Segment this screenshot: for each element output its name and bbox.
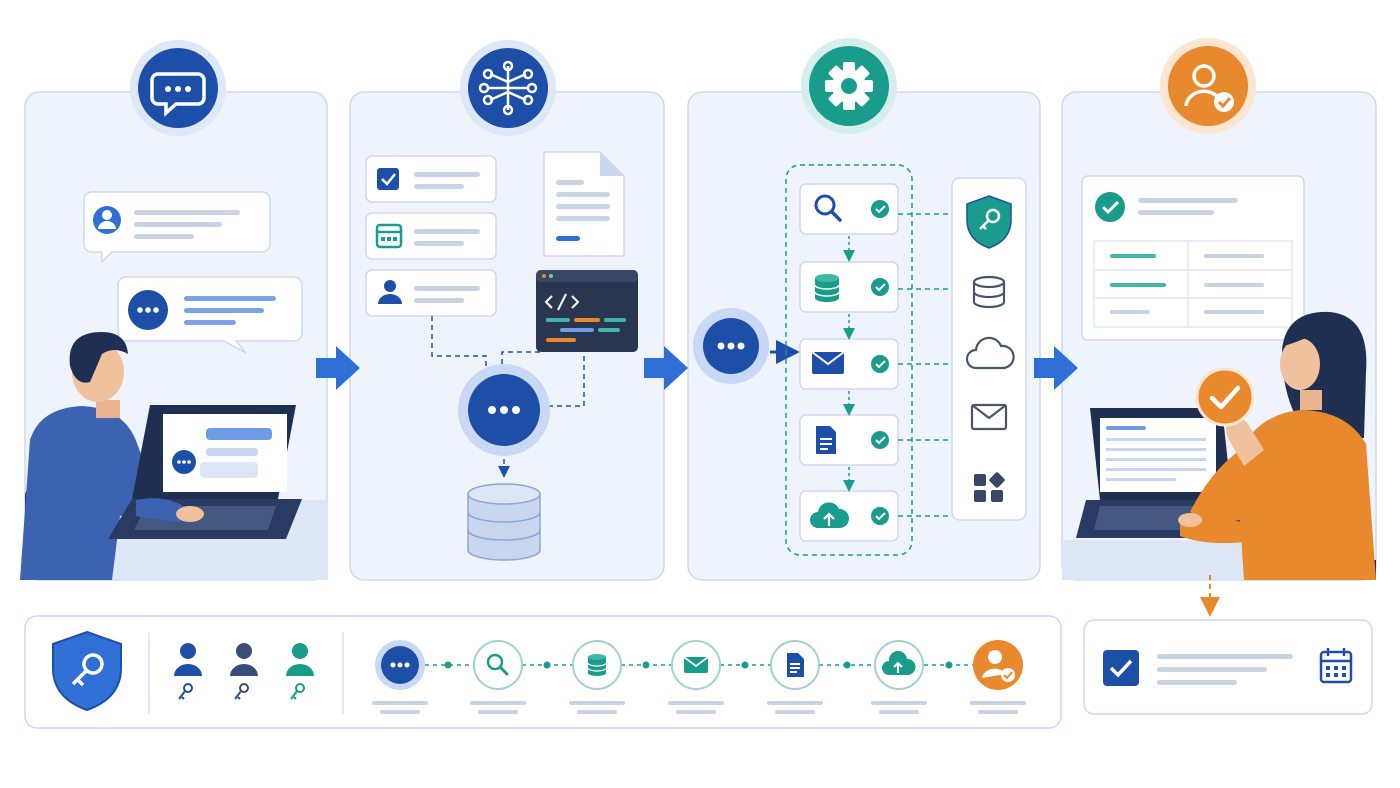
timeline-node-user-check [973,640,1023,690]
user-key-icon [174,643,202,700]
timeline-node-mail [671,640,721,690]
arrow-plan-to-execute [644,346,688,390]
timeline-node-search [473,640,523,690]
timeline-node-agent [375,640,425,690]
integration-connectors [898,213,952,517]
mail-outline-icon [970,403,1008,431]
approval-check-icon [1195,367,1255,427]
cloud-icon [965,336,1015,370]
agent-core-icon [458,364,550,456]
arrow-execute-to-deliver [1034,346,1078,390]
timeline-node-database [572,640,622,690]
neural-network-icon [460,40,556,136]
workflow-step-search [799,183,899,235]
timeline-node-document [770,640,820,690]
user-at-laptop-illustration [20,332,328,580]
user-key-icon [286,643,314,700]
workflow-step-database [799,261,899,313]
integrations-panel [951,177,1027,521]
workflow-step-mail [799,338,899,390]
workflow-group-outline [785,164,913,556]
code-editor-icon [536,270,638,352]
permission-users [174,643,314,700]
reviewer-at-laptop-illustration [1062,311,1376,580]
timeline-dividers [148,632,344,714]
workflow-steps [799,183,899,542]
gear-icon [801,38,897,134]
user-check-icon [1160,38,1256,134]
plan-task-list [365,155,497,317]
chat-message-agent [117,276,303,354]
arrow-request-to-plan [316,346,360,390]
output-confirmation-card [1083,619,1373,715]
calendar-icon [1319,648,1353,684]
database-icon [467,483,541,561]
agent-dispatch-icon [693,308,800,384]
timeline-bar [24,615,1062,729]
user-key-icon [230,643,258,700]
database-outline-icon [972,275,1006,309]
checkbox-checked-icon [1103,650,1139,686]
stage-arrows [316,346,1078,390]
chat-message-user [83,191,271,264]
timeline-dots [444,661,953,669]
apps-grid-icon [974,472,1005,502]
task-card-checkbox [365,155,497,203]
result-report-card [1081,175,1305,341]
shield-key-icon [966,195,1012,249]
workflow-step-cloud-upload [799,490,899,542]
task-card-calendar [365,212,497,260]
timeline-captions [372,701,1026,714]
chat-bubble-icon [130,40,226,136]
workflow-step-document [799,414,899,466]
document-icon [543,151,625,257]
timeline-node-cloud-upload [874,640,924,690]
security-shield-key-icon [52,630,122,712]
task-card-user [365,269,497,317]
